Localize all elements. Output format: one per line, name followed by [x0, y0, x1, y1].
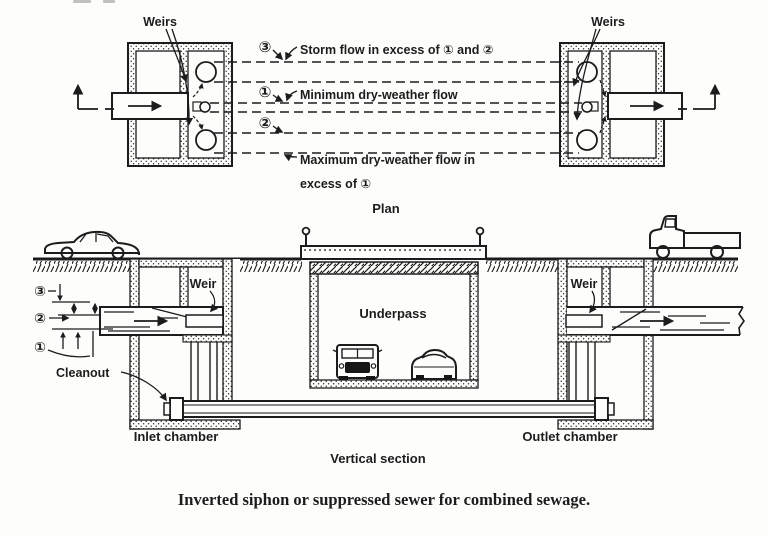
weir-left-label: Weir	[190, 277, 217, 291]
underpass: Underpass	[309, 261, 479, 389]
flow-annotations: ③ Storm flow in excess of ① and ② ① Mini…	[259, 39, 494, 191]
lamp-post-right-icon	[475, 226, 485, 246]
plan-right-dry-pipe-opening	[581, 101, 593, 113]
truck-front-icon	[332, 344, 383, 380]
lamp-post-left-icon	[301, 226, 311, 246]
water-level-markers: ③ ② ①	[34, 283, 113, 358]
section-cut-arrow-left	[72, 83, 114, 110]
weir-left-leader	[209, 290, 218, 313]
bridge-deck	[300, 226, 487, 260]
truck-side-icon	[649, 215, 741, 259]
flow2-label-line2: excess of ①	[300, 177, 371, 191]
cleanout-label: Cleanout	[56, 366, 110, 380]
outlet-water-surface	[611, 308, 647, 331]
weirs-right-leader-1	[572, 28, 601, 87]
car-front-icon	[411, 348, 457, 380]
weirs-right-leader-2	[573, 28, 597, 121]
flow1-number: ①	[259, 84, 272, 101]
plan-dashed-flow-lines	[210, 61, 582, 154]
siphon-pipe	[163, 397, 615, 421]
inlet-sewer-pipe	[99, 306, 224, 336]
vertical-section: Underpass	[33, 215, 745, 466]
underpass-floor	[309, 379, 479, 389]
underpass-label: Underpass	[359, 306, 426, 321]
flow2-number: ②	[259, 115, 272, 132]
weir-right-leader	[589, 290, 597, 314]
section-cut-arrow-right	[678, 83, 721, 110]
plan-left-storm-pipe-opening	[195, 61, 217, 83]
inlet-water-surface	[151, 307, 188, 318]
plan-right-max-pipe-opening	[576, 129, 598, 151]
weirs-left-label: Weirs	[143, 15, 177, 29]
plan-caption: Plan	[372, 201, 400, 216]
cleanout-leader	[120, 371, 167, 402]
underpass-roof	[309, 261, 479, 275]
weir-right-label: Weir	[571, 277, 598, 291]
car-side-icon	[44, 230, 140, 260]
weirs-left-leader-1	[165, 28, 188, 83]
flow1-label: Minimum dry-weather flow	[300, 88, 458, 102]
outlet-sewer-pipe	[565, 306, 745, 336]
outlet-riser-pipe	[568, 342, 596, 401]
figure-caption: Inverted siphon or suppressed sewer for …	[178, 490, 590, 509]
inlet-drop-pipe	[190, 342, 218, 401]
outlet-weir-ledge	[565, 314, 603, 328]
outlet-chamber-label: Outlet chamber	[522, 429, 617, 444]
level3-number: ③	[34, 283, 46, 299]
underpass-left-wall	[309, 273, 319, 381]
level2-number: ②	[34, 310, 46, 326]
weirs-left-leader-2	[171, 28, 194, 126]
inlet-chamber-label: Inlet chamber	[134, 429, 219, 444]
weirs-right-label: Weirs	[591, 15, 625, 29]
scan-artifacts	[73, 0, 115, 3]
plan-outlet-chamber	[559, 42, 683, 167]
pipe-break-symbol	[738, 306, 745, 336]
flow3-number: ③	[259, 39, 272, 56]
vertical-section-caption: Vertical section	[330, 451, 425, 466]
plan-left-dry-pipe-opening	[199, 101, 211, 113]
cleanout-cap	[169, 397, 184, 421]
flow3-label: Storm flow in excess of ① and ②	[300, 43, 493, 57]
level1-number: ①	[34, 339, 46, 355]
plan-outlet-pipe	[607, 92, 683, 120]
inlet-weir-ledge	[185, 314, 224, 328]
outlet-end-cap	[594, 397, 609, 421]
flow2-label-line1: Maximum dry-weather flow in	[300, 153, 475, 167]
plan-view: Weirs Weirs ③ Storm flow in excess of ① …	[72, 15, 721, 216]
underpass-right-wall	[469, 273, 479, 381]
plan-left-max-pipe-opening	[195, 129, 217, 151]
